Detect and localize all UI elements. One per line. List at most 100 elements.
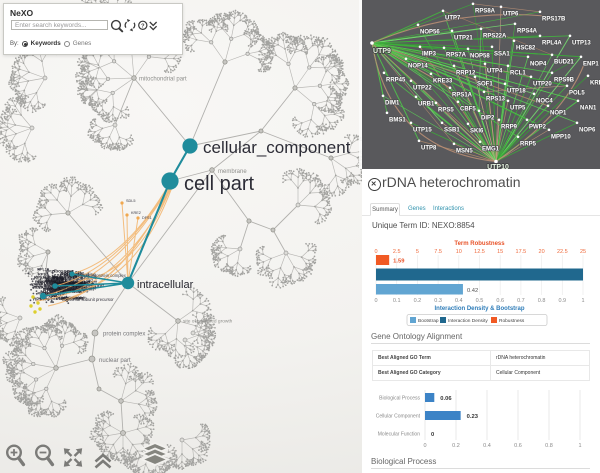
svg-text:2.5: 2.5 [393, 249, 401, 255]
svg-text:RCL1: RCL1 [510, 71, 526, 77]
svg-text:RPL10: RPL10 [68, 287, 79, 291]
svg-text:large subunit: large subunit [54, 286, 86, 292]
svg-text:MPP10: MPP10 [551, 135, 571, 141]
svg-text:BMS1: BMS1 [389, 118, 406, 124]
svg-text:NOP58: NOP58 [470, 54, 490, 60]
svg-text:Cellular Component: Cellular Component [376, 414, 421, 420]
svg-text:0.1: 0.1 [393, 298, 401, 304]
svg-text:nucleolar part: nucleolar part [63, 280, 97, 286]
svg-text:UTP9: UTP9 [373, 48, 391, 55]
svg-text:Interaction Density: Interaction Density [448, 318, 488, 324]
svg-text:0.6: 0.6 [514, 443, 522, 449]
svg-text:nucleolar part: nucleolar part [52, 285, 85, 291]
svg-text:ribosomal subunit: ribosomal subunit [60, 286, 97, 291]
svg-text:Biological Process: Biological Process [379, 396, 420, 402]
svg-text:intracellular: intracellular [137, 279, 194, 291]
svg-text:RPL32: RPL32 [60, 272, 76, 278]
svg-text:0.4: 0.4 [483, 443, 491, 449]
svg-text:site of polarized growth: site of polarized growth [183, 319, 233, 325]
svg-text:nuclear part: nuclear part [99, 358, 131, 364]
svg-text:UTP13: UTP13 [572, 41, 591, 47]
svg-text:preribosome: preribosome [58, 280, 83, 285]
svg-text:SSA1: SSA1 [494, 52, 510, 58]
svg-text:RPS4A: RPS4A [517, 29, 538, 35]
svg-text:NOC4: NOC4 [536, 99, 553, 105]
svg-text:0.7: 0.7 [517, 298, 525, 304]
svg-text:25: 25 [580, 249, 586, 255]
svg-text:RPL7A: RPL7A [46, 279, 63, 285]
svg-text:small subunit: small subunit [48, 287, 81, 293]
svg-text:RPL10: RPL10 [51, 281, 62, 285]
svg-text:RPS13: RPS13 [486, 97, 506, 103]
svg-text:NAN1: NAN1 [580, 106, 597, 112]
svg-text:20: 20 [539, 249, 545, 255]
svg-text:RPS17B: RPS17B [542, 17, 566, 23]
svg-text:UTP5: UTP5 [510, 106, 526, 112]
svg-text:PWP2: PWP2 [529, 125, 547, 131]
svg-text:0: 0 [431, 432, 434, 438]
svg-text:UTP7: UTP7 [445, 16, 461, 22]
svg-text:RRP9: RRP9 [501, 125, 518, 131]
svg-text:0.6: 0.6 [496, 298, 504, 304]
svg-text:RPS2: RPS2 [38, 271, 49, 276]
svg-text:RPS5: RPS5 [438, 108, 454, 114]
svg-text:UTP15: UTP15 [413, 128, 432, 134]
svg-text:DIM1: DIM1 [385, 101, 400, 107]
svg-text:cell part: cell part [184, 173, 254, 195]
svg-text:RPL5: RPL5 [46, 269, 55, 273]
svg-text:0.3: 0.3 [434, 298, 442, 304]
svg-text:processome: processome [47, 286, 69, 290]
svg-text:SOF1: SOF1 [477, 82, 493, 88]
svg-text:7.5: 7.5 [434, 249, 442, 255]
svg-text:nucleolar part: nucleolar part [58, 281, 86, 286]
svg-text:mitochondrial part: mitochondrial part [139, 77, 187, 83]
svg-text:RRP12: RRP12 [456, 71, 476, 77]
svg-text:0.06: 0.06 [440, 396, 452, 402]
svg-text:10: 10 [456, 249, 462, 255]
svg-text:KRE: KRE [590, 81, 600, 87]
svg-text:0.4: 0.4 [455, 298, 463, 304]
svg-text:SKI6: SKI6 [470, 129, 484, 135]
svg-text:RRP45: RRP45 [386, 78, 406, 84]
svg-text:NOP56: NOP56 [420, 30, 440, 36]
svg-text:ribosome: ribosome [52, 269, 74, 275]
svg-text:UTP4: UTP4 [487, 69, 503, 75]
svg-text:Interaction Density & Bootstra: Interaction Density & Bootstrap [434, 306, 524, 312]
svg-text:RPS11B: RPS11B [46, 279, 64, 284]
svg-text:RPS9B: RPS9B [554, 78, 575, 84]
svg-text:processome: processome [40, 296, 69, 302]
svg-text:RPL2B: RPL2B [61, 282, 77, 287]
svg-text:?: ? [141, 24, 145, 30]
svg-text:RPL10: RPL10 [42, 291, 53, 295]
svg-text:RPL3: RPL3 [57, 276, 68, 281]
svg-text:rRNA binding: rRNA binding [69, 272, 96, 277]
svg-text:UTP10: UTP10 [487, 164, 509, 169]
svg-text:NOP1: NOP1 [550, 111, 567, 117]
svg-text:1: 1 [578, 443, 581, 449]
svg-text:RPL7A: RPL7A [54, 281, 67, 286]
svg-text:60S subunit: 60S subunit [54, 274, 83, 280]
svg-text:Term Robustness: Term Robustness [454, 241, 505, 247]
svg-text:ribonucleoprotein complex: ribonucleoprotein complex [77, 273, 127, 278]
svg-text:RPS1A: RPS1A [452, 93, 473, 99]
svg-text:HSC82: HSC82 [516, 46, 536, 52]
svg-text:RPL4A: RPL4A [542, 41, 562, 47]
svg-text:nucleolar part: nucleolar part [54, 281, 87, 287]
svg-text:RPL10: RPL10 [38, 280, 52, 285]
svg-text:Robustness: Robustness [499, 318, 525, 324]
svg-text:RPS22A: RPS22A [483, 34, 507, 40]
svg-text:RPS7A: RPS7A [446, 53, 467, 59]
svg-text:BUD21: BUD21 [554, 60, 574, 66]
svg-text:UTP21: UTP21 [454, 36, 473, 42]
svg-text:RPS11B: RPS11B [34, 275, 49, 280]
svg-text:cellular_component: cellular_component [203, 138, 351, 157]
svg-text:RPS9A: RPS9A [33, 296, 49, 301]
svg-text:KRE33: KRE33 [433, 79, 453, 85]
svg-text:IMP3: IMP3 [422, 52, 437, 58]
svg-text:snoRNA: snoRNA [50, 282, 65, 286]
svg-text:RPS11B: RPS11B [64, 274, 78, 278]
svg-text:5: 5 [416, 249, 419, 255]
svg-text:NOP4: NOP4 [530, 62, 547, 68]
svg-text:NOP14: NOP14 [408, 64, 428, 70]
svg-text:RPL3: RPL3 [52, 275, 61, 279]
